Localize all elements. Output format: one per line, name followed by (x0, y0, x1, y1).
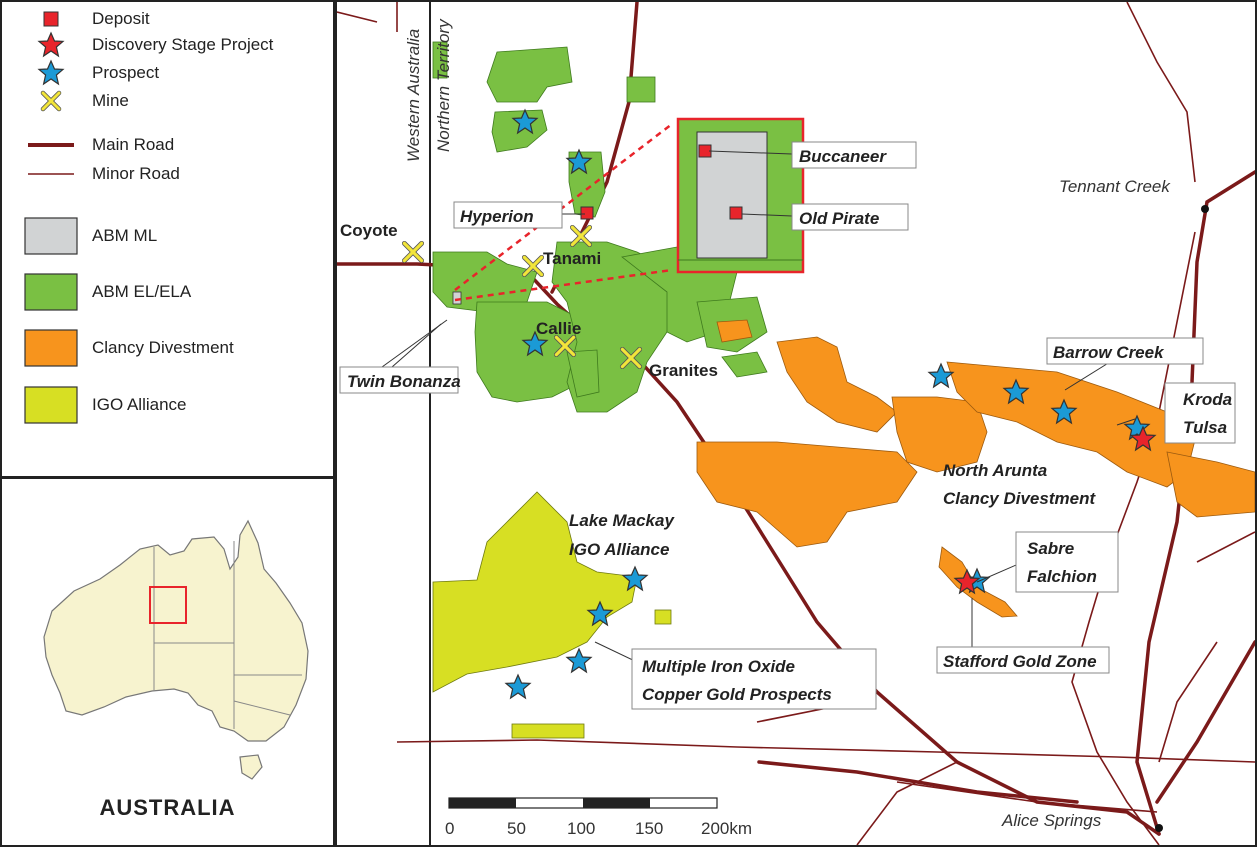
callout-boxes (339, 141, 1236, 710)
legend-label: Main Road (92, 135, 175, 154)
lime-box-icon (22, 386, 80, 424)
australia-mainland (43, 519, 309, 742)
place-callie: Callie (536, 319, 581, 338)
scale-bar: 0 50 100 150 200km (445, 797, 752, 838)
alice-springs-dot (1155, 824, 1163, 832)
callout-hyperion: Hyperion (460, 207, 534, 226)
tasmania (239, 754, 263, 780)
thick-line-icon (22, 140, 80, 150)
place-tanami: Tanami (543, 249, 601, 268)
legend-label: Discovery Stage Project (92, 35, 274, 54)
clancy-tenements (696, 319, 1255, 618)
green-box-icon (22, 273, 80, 311)
place-alice-springs: Alice Springs (1001, 811, 1102, 830)
map-extent-box (149, 586, 187, 624)
main-map: Buccaneer Old Pirate Hyperion Twin Bonan… (335, 0, 1257, 847)
border-label-wa: Western Australia (404, 29, 423, 162)
legend-label: Minor Road (92, 164, 180, 183)
twin-bonanza-ml (452, 291, 462, 305)
callout-tulsa: Tulsa (1183, 418, 1227, 437)
callout-iocg-line1: Multiple Iron Oxide (642, 657, 795, 676)
scale-tick-200km: 200km (701, 819, 752, 838)
legend-item-prospect: Prospect (22, 58, 159, 88)
scale-tick-50: 50 (507, 819, 526, 838)
callout-iocg-line2: Copper Gold Prospects (642, 685, 832, 704)
mine-coyote-icon (404, 243, 421, 260)
zoom-connectors (454, 123, 673, 302)
deposits (580, 144, 743, 220)
legend-label: Prospect (92, 63, 160, 82)
state-borders (153, 541, 302, 729)
legend-label: Clancy Divestment (92, 338, 234, 357)
legend-item-minor-road: Minor Road (22, 159, 180, 189)
scale-tick-150: 150 (635, 819, 663, 838)
abm-el-tenements (432, 41, 768, 413)
callout-leaders (381, 150, 1136, 663)
legend-label: ABM ML (92, 226, 158, 245)
legend-item-abm-ml: ABM ML (22, 216, 157, 256)
blue-star-icon (22, 59, 80, 87)
zoom-inset (676, 117, 805, 274)
area-north-arunta-line1: North Arunta (943, 461, 1047, 480)
callout-twin-bonanza: Twin Bonanza (347, 372, 461, 391)
thin-line-icon (22, 169, 80, 179)
scale-tick-100: 100 (567, 819, 595, 838)
area-lake-mackay-line1: Lake Mackay (569, 511, 675, 530)
scale-tick-0: 0 (445, 819, 454, 838)
crossed-hammers-icon (22, 88, 80, 114)
legend-panel: Deposit Discovery Stage Project Prospect… (0, 0, 335, 478)
inset-title: AUSTRALIA (99, 795, 236, 820)
callout-buccaneer: Buccaneer (799, 147, 887, 166)
callout-barrow-creek: Barrow Creek (1053, 343, 1165, 362)
legend-label: Deposit (92, 9, 150, 28)
igo-tenements (432, 491, 672, 739)
legend-item-igo: IGO Alliance (22, 385, 187, 425)
legend-label: IGO Alliance (92, 395, 187, 414)
callout-sabre: Sabre (1027, 539, 1074, 558)
prospect-star-icon (505, 674, 531, 699)
prospect-star-icon (566, 648, 592, 673)
legend-label: Mine (92, 91, 129, 110)
place-granites: Granites (649, 361, 718, 380)
border-label-nt: Northern Territory (434, 18, 453, 152)
callout-kroda: Kroda (1183, 390, 1232, 409)
legend-item-mine: Mine (22, 86, 129, 116)
area-lake-mackay-line2: IGO Alliance (569, 540, 669, 559)
callout-falchion: Falchion (1027, 567, 1097, 586)
legend-item-discovery: Discovery Stage Project (22, 30, 273, 60)
area-north-arunta-line2: Clancy Divestment (943, 489, 1096, 508)
red-star-icon (22, 31, 80, 59)
australia-inset: AUSTRALIA (0, 477, 335, 847)
legend-item-clancy: Clancy Divestment (22, 328, 234, 368)
place-coyote: Coyote (340, 221, 398, 240)
australia-outline (43, 519, 309, 780)
legend-item-main-road: Main Road (22, 130, 174, 160)
callout-stafford: Stafford Gold Zone (943, 652, 1097, 671)
deposit-old-pirate (729, 206, 743, 220)
legend-item-deposit: Deposit (22, 4, 150, 34)
red-square-icon (22, 9, 80, 29)
map-canvas: Buccaneer Old Pirate Hyperion Twin Bonan… (337, 2, 1255, 845)
grey-box-icon (22, 217, 80, 255)
legend-label: ABM EL/ELA (92, 282, 192, 301)
tennant-creek-dot (1201, 205, 1209, 213)
legend-item-abm-el: ABM EL/ELA (22, 272, 191, 312)
callout-old-pirate: Old Pirate (799, 209, 879, 228)
orange-box-icon (22, 329, 80, 367)
deposit-hyperion (580, 206, 594, 220)
place-tennant-creek: Tennant Creek (1059, 177, 1171, 196)
